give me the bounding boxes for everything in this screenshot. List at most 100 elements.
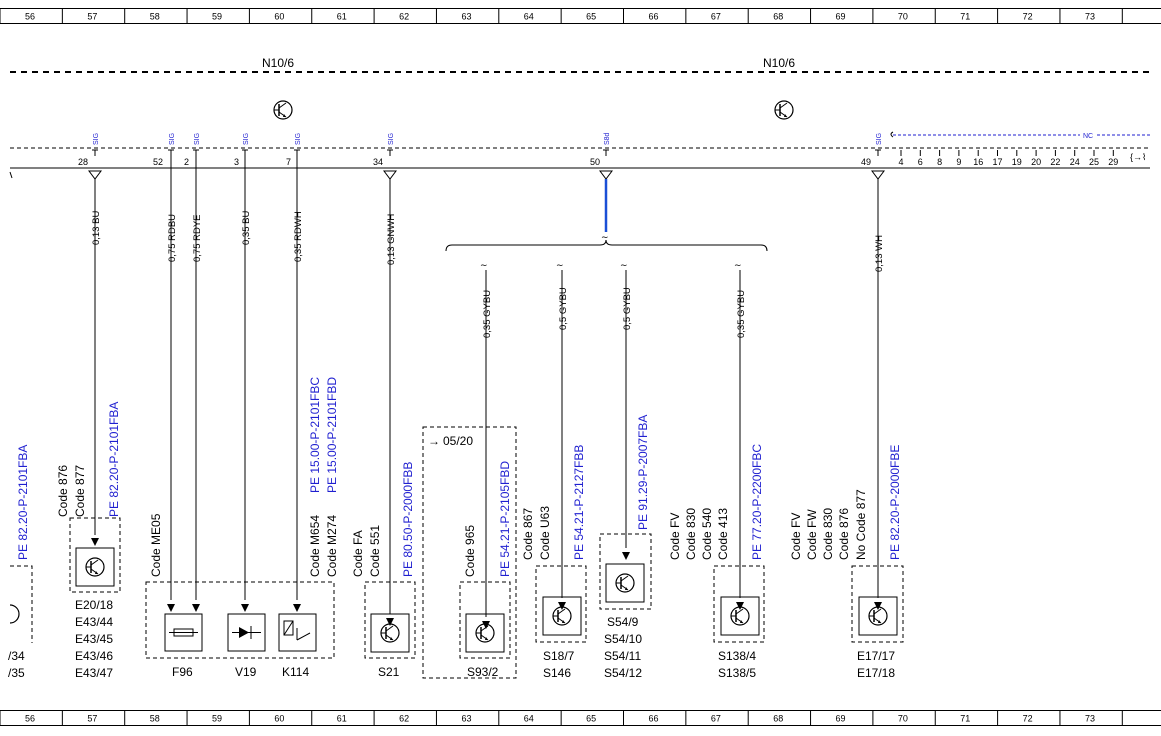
component-box-s18 [535, 565, 587, 643]
component-box-group [145, 581, 335, 659]
pin-label: 22 [1050, 157, 1060, 167]
component-label: E17/17 [857, 649, 895, 663]
ruler-label: 61 [337, 12, 347, 22]
code-label: Code FV [668, 513, 682, 560]
pe-link[interactable]: PE 82.20-P-2101FBA [16, 445, 30, 560]
component-label: V19 [235, 665, 257, 679]
component-label: S54/10 [604, 632, 642, 646]
svg-text:∼: ∼ [601, 232, 609, 242]
component-label: F96 [172, 665, 193, 679]
arrow-down-icon [167, 604, 175, 612]
ruler-label: 69 [836, 12, 846, 22]
pe-link[interactable]: PE 82.20-P-2101FBA [107, 402, 121, 517]
pin-sig-50: S8d 50 [590, 132, 611, 167]
pe-link[interactable]: PE 80.50-P-2000FBB [401, 462, 415, 577]
ruler-label: 57 [87, 12, 97, 22]
terminal-marker-icon [871, 170, 885, 180]
transistor-icon [380, 623, 400, 643]
pe-link[interactable]: PE 15.00-P-2101FBC [308, 377, 322, 493]
pin-label: 52 [153, 157, 163, 167]
component-label: S93/2 [467, 665, 499, 679]
svg-text:0,5 GYBU: 0,5 GYBU [622, 287, 633, 330]
pin-label: 2 [184, 157, 189, 167]
component-label: /35 [8, 666, 25, 680]
svg-text:∼: ∼ [556, 260, 564, 270]
ruler-label: 56 [25, 714, 35, 724]
code-label: No Code 877 [854, 489, 868, 560]
transistor-symbol-icon [774, 100, 794, 120]
ruler-label: 70 [898, 12, 908, 22]
ruler-label: 68 [773, 714, 783, 724]
pin-label: 7 [286, 157, 291, 167]
component-label: S21 [378, 665, 400, 679]
component-label: E17/18 [857, 666, 895, 680]
ruler-label: 67 [711, 714, 721, 724]
pin-sig-2: SIG 2 [184, 133, 201, 167]
wire-gybu-2: ∼ 0,5 GYBU [556, 260, 569, 610]
component-label: K114 [282, 665, 309, 679]
pe-link[interactable]: PE 54.21-P-2127FBB [572, 445, 586, 560]
terminal-marker-icon [383, 170, 397, 180]
pin-label: 19 [1012, 157, 1022, 167]
component-label: S54/9 [607, 615, 639, 629]
wire-label: 0,75 RDYE [192, 214, 203, 262]
pin-sig-49: SIG 49 [861, 133, 883, 167]
arrow-down-icon [91, 538, 99, 546]
code-label: Code M274 [325, 515, 339, 577]
ruler-label: 66 [648, 714, 658, 724]
code-label: Code FW [805, 509, 819, 560]
ruler-label: 59 [212, 714, 222, 724]
pin-sig-34: SIG 34 [373, 133, 395, 167]
wire-label: 0,13 GNWH [386, 214, 397, 265]
pin-label: 8 [937, 157, 942, 167]
svg-text:SIG: SIG [243, 133, 250, 145]
svg-text:{→⌇: {→⌇ [1130, 152, 1146, 162]
ruler-label: 56 [25, 12, 35, 22]
cross-ref[interactable]: →05/20 [428, 434, 473, 448]
wire-label: 0,35 BU [241, 211, 252, 245]
pe-link[interactable]: PE 15.00-P-2101FBD [325, 377, 339, 493]
arrow-down-icon [241, 604, 249, 612]
pin-label: 50 [590, 157, 600, 167]
code-label: Code 867 [521, 508, 535, 560]
ruler-label: 64 [524, 714, 534, 724]
ruler-label: 64 [524, 12, 534, 22]
pe-link[interactable]: PE 54.21-P-2105FBD [498, 461, 512, 577]
component-label: S146 [543, 666, 571, 680]
svg-text:SIG: SIG [295, 133, 302, 145]
fuse-box [164, 613, 203, 652]
bus-brace [445, 239, 768, 252]
component-label: E43/47 [75, 666, 113, 680]
code-label: Code 830 [821, 508, 835, 560]
ruler-label: 73 [1085, 714, 1095, 724]
ruler-label: 69 [836, 714, 846, 724]
svg-text:SIG: SIG [169, 133, 176, 145]
pin-sig-28: SIG 28 [78, 133, 100, 167]
terminal-marker-icon [599, 170, 613, 180]
wire-gybu-3: ∼ 0,5 GYBU [620, 260, 633, 560]
code-label: Code U63 [538, 506, 552, 560]
ruler-label: 60 [274, 714, 284, 724]
wire-label: 0,13 WH [874, 235, 885, 272]
component-box-s21 [364, 581, 416, 659]
svg-text:SIG: SIG [194, 133, 201, 145]
code-label: Code 540 [700, 508, 714, 560]
unit-label-right: N10/6 [763, 56, 795, 70]
pin-label: 3 [234, 157, 239, 167]
code-label: Code 876 [837, 508, 851, 560]
ruler-label: 58 [150, 12, 160, 22]
code-label: Code 830 [684, 508, 698, 560]
pe-link[interactable]: PE 82.20-P-2000FBE [888, 445, 902, 560]
wire-label: 0,75 RDBU [167, 214, 178, 262]
svg-text:0,5 GYBU: 0,5 GYBU [558, 287, 569, 330]
pin-label: 34 [373, 157, 383, 167]
component-label: S54/12 [604, 666, 642, 680]
pe-link[interactable]: PE 77.20-P-2200FBC [750, 444, 764, 560]
pe-link[interactable]: PE 91.29-P-2007FBA [636, 415, 650, 530]
svg-text:S8d: S8d [604, 132, 611, 145]
pin-label: 17 [992, 157, 1002, 167]
component-box-e20 [69, 517, 121, 593]
code-label: Code ME05 [149, 513, 163, 577]
ruler-label: 68 [773, 12, 783, 22]
